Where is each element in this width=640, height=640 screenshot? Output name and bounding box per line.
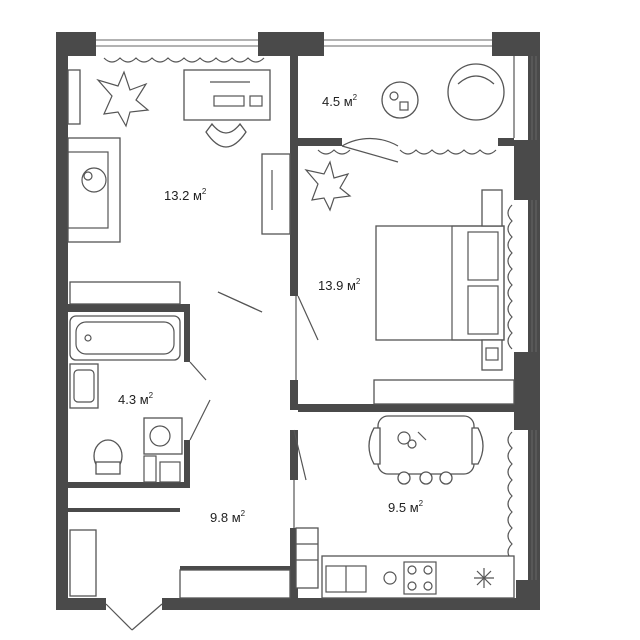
stove-icon: [403, 561, 437, 595]
windows: [96, 39, 537, 580]
curtains: [103, 57, 513, 577]
doors: [105, 137, 399, 631]
room-label-bedroom: 13.9 м2: [318, 277, 361, 293]
room-label-living: 13.2 м2: [164, 187, 207, 203]
interior-walls: [68, 56, 514, 598]
laptop-icon: [213, 95, 245, 107]
hallway-furniture: [69, 527, 319, 599]
kitchen-furniture: [321, 415, 515, 599]
bed-icon: [375, 225, 505, 341]
bathroom-furniture: [69, 315, 183, 483]
room-label-kitchen: 9.5 м2: [388, 499, 424, 515]
dining-table-icon: [377, 415, 475, 475]
room-label-hallway: 9.8 м2: [210, 509, 246, 525]
plant-icon: [304, 160, 352, 212]
balcony-furniture: [381, 56, 515, 138]
sofa-icon: [67, 137, 121, 243]
armchair-icon: [447, 63, 505, 121]
room-label-bathroom: 4.3 м2: [118, 391, 154, 407]
kitchen-counter: [321, 555, 515, 599]
bathtub-icon: [69, 315, 181, 361]
living-furniture: [67, 69, 291, 305]
outer-walls: [56, 32, 540, 610]
plant-icon: [96, 70, 150, 128]
room-labels: 4.5 м2 13.2 м2 13.9 м2 4.3 м2 9.8 м2 9.5…: [118, 93, 424, 525]
fridge-snowflake-icon: [474, 568, 494, 588]
round-table-icon: [381, 81, 419, 119]
bedroom-furniture: [304, 160, 515, 405]
room-label-balcony: 4.5 м2: [322, 93, 358, 109]
chair-icon: [205, 122, 247, 148]
